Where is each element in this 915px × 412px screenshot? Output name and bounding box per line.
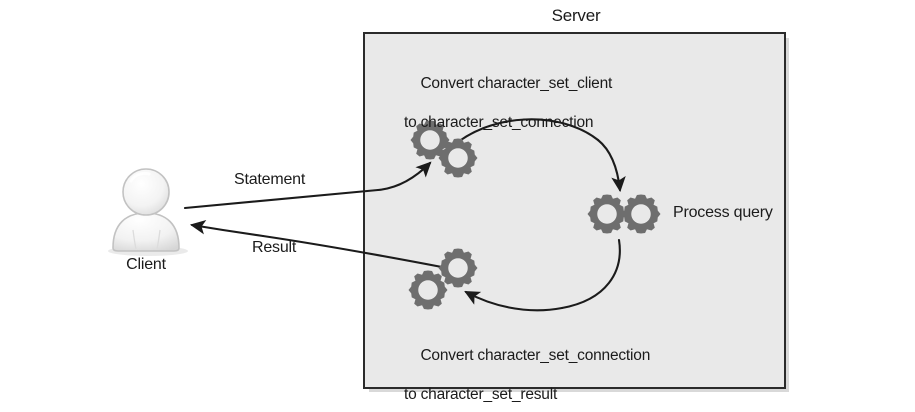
client-person-icon [108, 168, 188, 256]
statement-label: Statement [234, 171, 306, 188]
to-process-query-arc [450, 118, 626, 193]
result-label: Result [252, 239, 297, 256]
convert-in-gears [410, 120, 478, 178]
convert-in-label: Convert character_set_client to characte… [404, 55, 612, 170]
server-title: Server [551, 6, 601, 25]
convert-out-line1: Convert character_set_connection [420, 347, 651, 365]
server-box [363, 32, 789, 392]
convert-out-line2: to character_set_result [404, 385, 558, 403]
process-query-gears [587, 194, 661, 234]
convert-out-gears [408, 248, 478, 310]
result-arrow [189, 220, 449, 270]
to-convert-out-arc [464, 238, 621, 312]
convert-out-label: Convert character_set_connection to char… [404, 327, 650, 412]
statement-arrow [183, 161, 432, 210]
convert-in-line2: to character_set_connection [404, 113, 594, 131]
process-query-label: Process query [673, 204, 773, 221]
convert-in-line1: Convert character_set_client [420, 75, 613, 93]
client-label: Client [126, 256, 166, 273]
